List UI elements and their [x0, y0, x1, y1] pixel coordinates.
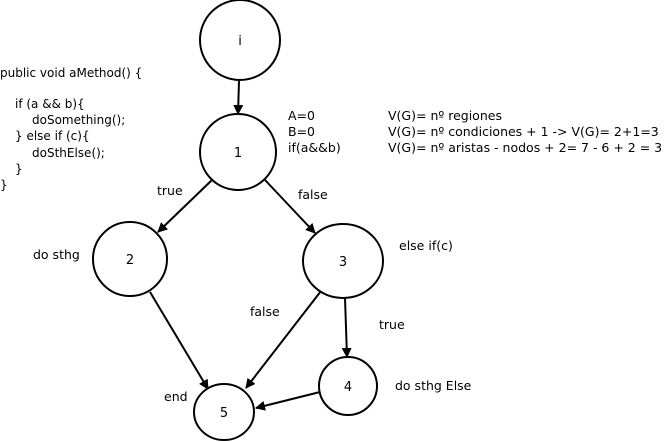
node-4: 4: [318, 356, 378, 416]
node1-annotation: A=0 B=0 if(a&&b): [288, 108, 341, 155]
node-label: 4: [344, 380, 352, 395]
node-label: 1: [234, 146, 242, 161]
node5-annotation: end: [164, 389, 188, 404]
complexity-annotation: V(G)= nº regiones V(G)= nº condiciones +…: [388, 108, 662, 155]
code-line: doSomething();: [32, 113, 125, 127]
edge-i-1: [233, 80, 244, 115]
node-5: 5: [193, 383, 255, 441]
code-line: public void aMethod() {: [0, 66, 142, 80]
edge-2-5: [149, 291, 209, 390]
edge-label-true: true: [157, 183, 183, 198]
node2-annotation: do sthg: [33, 247, 80, 262]
node-i: i: [199, 0, 281, 81]
edge-label-false: false: [298, 187, 328, 202]
code-block: public void aMethod() { if (a && b){ doS…: [0, 66, 142, 192]
complexity-line: V(G)= nº condiciones + 1 -> V(G)= 2+1=3: [388, 124, 659, 139]
node4-annotation: do sthg Else: [395, 378, 472, 393]
code-line: } else if (c){: [15, 129, 90, 143]
annotation-line: B=0: [288, 124, 315, 139]
node-label: 2: [126, 253, 134, 268]
code-line: doSthElse();: [32, 146, 105, 160]
edge-4-5: [255, 391, 321, 411]
node-label: 5: [220, 406, 228, 421]
complexity-line: V(G)= nº aristas - nodos + 2= 7 - 6 + 2 …: [388, 140, 662, 155]
code-line: if (a && b){: [15, 97, 85, 111]
annotation-line: A=0: [288, 108, 315, 123]
edge-1-3: [264, 179, 316, 234]
node-2: 2: [92, 221, 168, 297]
edge-3-4: [341, 297, 352, 358]
node-3: 3: [302, 223, 384, 299]
node-1: 1: [199, 113, 277, 191]
code-line: }: [0, 178, 8, 192]
node-label: 3: [339, 255, 347, 270]
annotation-line: if(a&&b): [288, 140, 341, 155]
edge-3-5: [245, 290, 322, 389]
edge-label-false: false: [250, 304, 280, 319]
node-label: i: [238, 34, 242, 49]
edge-label-true: true: [379, 317, 405, 332]
node3-annotation: else if(c): [399, 238, 453, 253]
edges: [149, 80, 352, 411]
complexity-line: V(G)= nº regiones: [388, 108, 502, 123]
code-line: }: [15, 162, 23, 176]
edge-1-2: [157, 179, 213, 233]
